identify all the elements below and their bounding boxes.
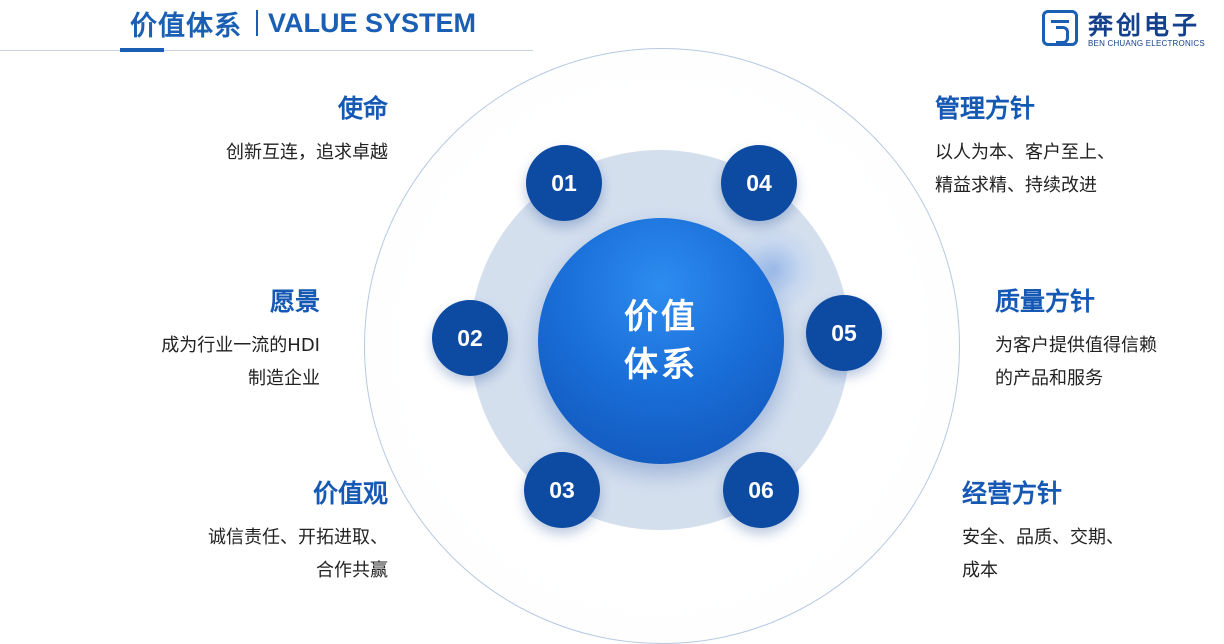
center-text-line1: 价值 — [624, 297, 698, 337]
logo-mark-icon — [1042, 10, 1078, 46]
quality-policy-block: 质量方针 为客户提供值得信赖 的产品和服务 — [995, 285, 1224, 395]
quality-policy-title: 质量方针 — [995, 287, 1096, 316]
management-policy-line2: 精益求精、持续改进 — [935, 175, 1097, 196]
operations-policy-title: 经营方针 — [962, 479, 1063, 508]
title-separator — [256, 10, 258, 36]
values-text-line1: 诚信责任、开拓进取、 — [208, 527, 388, 548]
page-title-cn: 价值体系 — [130, 10, 242, 42]
operations-policy-line1: 安全、品质、交期、 — [962, 527, 1124, 548]
mission-text-line1: 创新互连，追求卓越 — [226, 142, 388, 163]
values-block: 价值观 诚信责任、开拓进取、 合作共赢 — [98, 477, 388, 587]
badge-number: 03 — [549, 476, 575, 503]
company-logo: 奔创电子 BEN CHUANG ELECTRONICS — [1042, 6, 1222, 50]
vision-text-line1: 成为行业一流的HDI — [161, 335, 320, 356]
badge-04: 04 — [721, 145, 797, 221]
vision-block: 愿景 成为行业一流的HDI 制造企业 — [30, 285, 320, 395]
badge-number: 06 — [748, 476, 774, 503]
center-text-line2: 体系 — [624, 345, 698, 385]
badge-02: 02 — [432, 300, 508, 376]
vision-title: 愿景 — [269, 287, 320, 316]
operations-policy-block: 经营方针 安全、品质、交期、 成本 — [962, 477, 1224, 587]
values-text-line2: 合作共赢 — [316, 560, 388, 581]
badge-number: 04 — [746, 169, 772, 196]
badge-06: 06 — [723, 452, 799, 528]
management-policy-title: 管理方针 — [935, 94, 1036, 123]
management-policy-line1: 以人为本、客户至上、 — [935, 142, 1115, 163]
mission-title: 使命 — [337, 94, 388, 123]
values-title: 价值观 — [312, 479, 388, 508]
logo-name-en: BEN CHUANG ELECTRONICS — [1088, 39, 1205, 48]
header-accent-bar — [120, 48, 164, 52]
header-underline — [0, 50, 533, 51]
quality-policy-line1: 为客户提供值得信赖 — [995, 335, 1157, 356]
badge-number: 05 — [831, 319, 857, 346]
logo-name-cn: 奔创电子 — [1088, 11, 1201, 40]
badge-03: 03 — [524, 452, 600, 528]
badge-number: 02 — [457, 324, 483, 351]
page-header: 价值体系 VALUE SYSTEM — [130, 6, 477, 42]
badge-number: 01 — [551, 169, 577, 196]
badge-05: 05 — [806, 295, 882, 371]
management-policy-block: 管理方针 以人为本、客户至上、 精益求精、持续改进 — [935, 92, 1224, 202]
badge-01: 01 — [526, 145, 602, 221]
center-circle: 价值 体系 — [538, 218, 784, 464]
vision-text-line2: 制造企业 — [248, 368, 320, 389]
page-title-en: VALUE SYSTEM — [268, 7, 477, 38]
mission-block: 使命 创新互连，追求卓越 — [98, 92, 388, 169]
operations-policy-line2: 成本 — [962, 560, 998, 581]
quality-policy-line2: 的产品和服务 — [995, 368, 1103, 389]
